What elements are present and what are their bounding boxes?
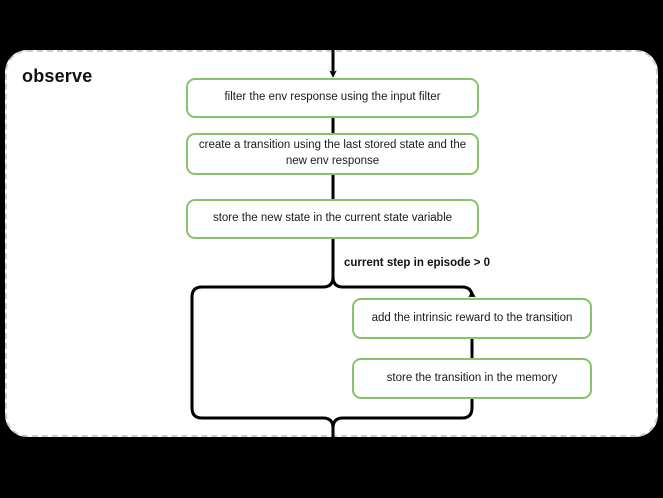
node-create-transition[interactable]: create a transition using the last store… [186,133,479,175]
node-add-intrinsic-reward[interactable]: add the intrinsic reward to the transiti… [352,298,592,339]
edge-label-current-step-condition: current step in episode > 0 [344,257,491,269]
node-store-new-state[interactable]: store the new state in the current state… [186,199,479,239]
node-store-transition-memory[interactable]: store the transition in the memory [352,358,592,399]
node-filter-env-response[interactable]: filter the env response using the input … [186,78,479,118]
page-title: observe [22,66,93,86]
